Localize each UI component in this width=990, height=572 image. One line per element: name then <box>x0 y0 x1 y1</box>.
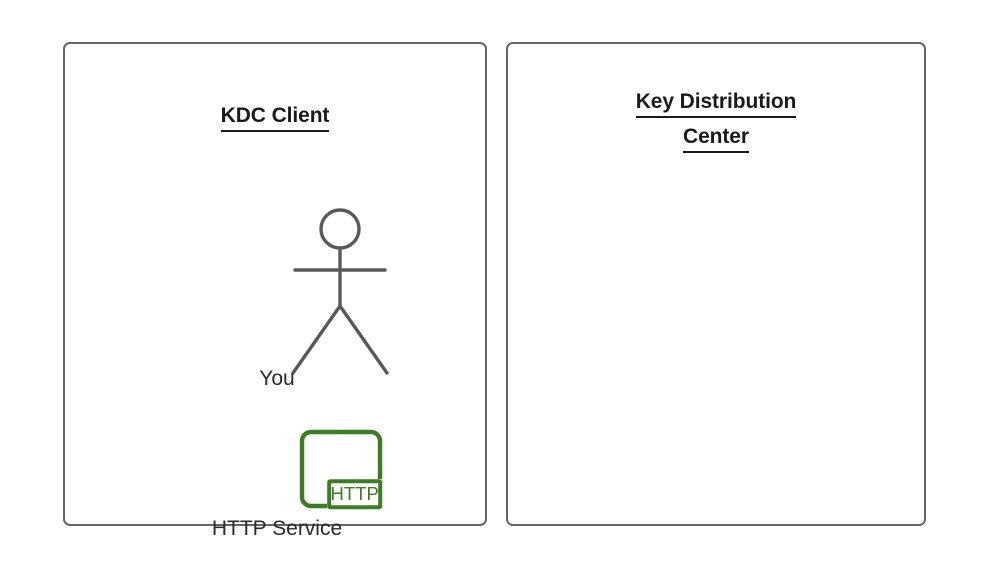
svg-text:HTTP: HTTP <box>331 483 379 504</box>
stick-figure-actor-icon <box>271 201 411 379</box>
label-you: You <box>259 367 295 390</box>
panel-key-distribution-center[interactable]: Key Distribution Center Authentication S… <box>506 42 926 526</box>
panel-title-key-distribution-center: Key Distribution Center <box>508 88 924 158</box>
panel-title-line: KDC Client <box>220 102 329 132</box>
panel-title-line-1: Key Distribution <box>635 88 796 118</box>
panel-kdc-client[interactable]: KDC Client You <box>63 42 487 540</box>
label-http-service: HTTP Service <box>211 517 343 540</box>
panel-title-kdc-client: KDC Client <box>65 102 485 132</box>
http-service-icon: HTTP <box>291 422 391 514</box>
panel-title-line-2: Center <box>683 123 749 153</box>
